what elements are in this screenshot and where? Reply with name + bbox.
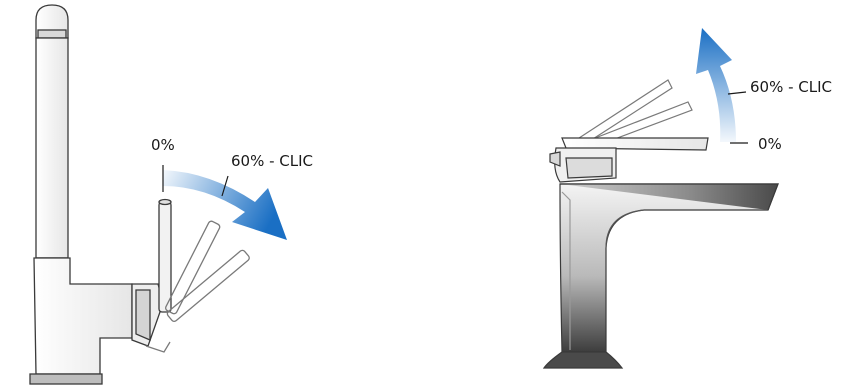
right-rotation-arrow — [696, 28, 748, 144]
left-start-label: 0% — [151, 136, 175, 154]
left-clic-label: 60% - CLIC — [231, 152, 314, 170]
basin-faucet — [542, 79, 779, 369]
left-rotation-arrow — [162, 165, 287, 240]
clic-tick — [221, 175, 229, 197]
right-clic-label: 60% - CLIC — [750, 78, 833, 96]
right-start-label: 0% — [758, 135, 782, 153]
clic-tick — [727, 91, 747, 95]
kitchen-faucet — [29, 4, 250, 385]
